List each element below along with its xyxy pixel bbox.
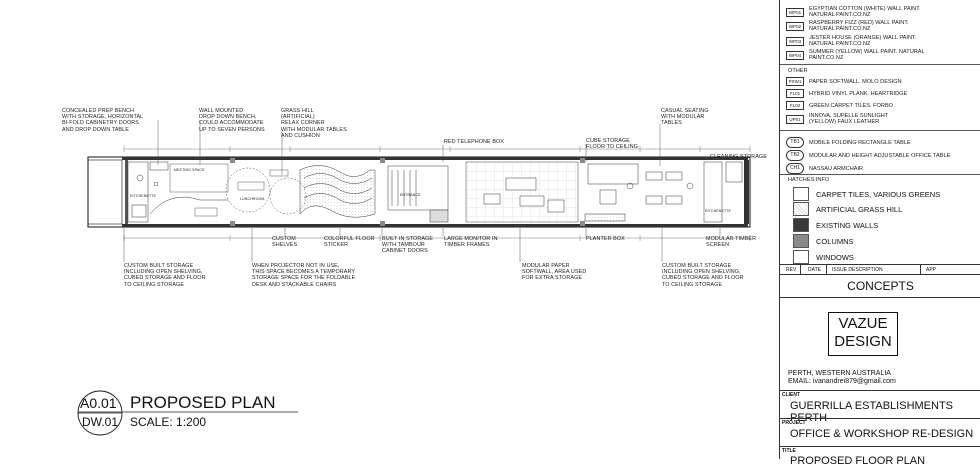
note-red-telephone: RED TELEPHONE BOX <box>444 139 505 145</box>
legend-other-heading: OTHER <box>788 68 808 74</box>
note-projector: WHEN PROJECTOR NOT IN USE, THIS SPACE BE… <box>252 263 356 288</box>
drawing-number: DW.01 <box>82 415 119 429</box>
note-custom-built-right: CUSTOM BUILT STORAGE INCLUDING OPEN SHEL… <box>662 263 744 288</box>
note-cleaning-storage: CLEANING STORAGE <box>710 154 767 160</box>
title-value: PROPOSED FLOOR PLAN <box>790 455 926 467</box>
bottom-dimensions <box>123 235 751 241</box>
firm-email: EMAIL: ivanandrei879@gmail.com <box>788 378 896 385</box>
title-label: TITLE <box>782 448 796 454</box>
hatch-label-carpet: CARPET TILES, VARIOUS GREENS <box>816 190 941 199</box>
note-modular-paper: MODULAR PAPER SOFTWALL, AREA USED FOR EX… <box>522 263 587 282</box>
client-name: GUERRILLA ESTABLISHMENTS PERTH <box>790 400 954 424</box>
note-cube-storage: CUBE STORAGE FLOOR TO CEILING <box>586 138 639 151</box>
firm-location: PERTH, WESTERN AUSTRALIA <box>788 370 891 377</box>
hatch-swatch-walls <box>793 218 809 232</box>
note-large-monitor: LARGE MONITOR IN TIMBER FRAMES <box>444 236 498 249</box>
note-grass-hill: GRASS HILL (ARTIFICIAL) RELAX CORNER WIT… <box>281 108 347 139</box>
hatch-swatch-windows <box>793 250 809 264</box>
hatch-swatch-columns <box>793 234 809 248</box>
project-name: OFFICE & WORKSHOP RE-DESIGN <box>790 428 974 440</box>
note-concealed-prep: CONCEALED PREP BENCH WITH STORAGE, HORIZ… <box>62 108 144 133</box>
floor-plan-drawing <box>77 120 751 436</box>
kitchenette-left <box>127 161 228 223</box>
revision-header: REV DATE ISSUE DESCRIPTION APP <box>780 264 980 275</box>
legend-hatches-heading: HATCHES INFO <box>788 177 830 183</box>
project-label: PROJECT <box>782 420 806 426</box>
hatch-label-grass: ARTIFICIAL GRASS HILL <box>816 205 903 214</box>
plan-label-kitchenette-left: KITCHENETTE <box>130 194 157 198</box>
note-planter-box: PLANTER BOX <box>586 236 625 242</box>
sheet-number: A0.01 <box>80 395 117 411</box>
note-casual-seating: CASUAL SEATING WITH MODULAR TABLES <box>661 108 709 127</box>
note-wall-mounted: WALL MOUNTED DROP DOWN BENCH, COULD ACCO… <box>199 108 265 133</box>
plan-label-entrance: ENTRANCE <box>400 193 421 197</box>
hatch-swatch-carpet <box>793 187 809 201</box>
entrance-stairs <box>387 165 449 223</box>
columns <box>230 158 585 226</box>
plan-label-kitchenette-right: KITCHENETTE <box>705 209 732 213</box>
plan-label-lunchroom: LUNCHROOM <box>240 197 265 201</box>
office-desks <box>587 161 743 223</box>
workshop-tables <box>483 177 565 213</box>
note-custom-built-left: CUSTOM BUILT STORAGE INCLUDING OPEN SHEL… <box>124 263 206 288</box>
hatch-label-walls: EXISTING WALLS <box>816 221 879 230</box>
hatch-label-windows: WINDOWS <box>816 253 854 262</box>
vazue-logo: VAZUE DESIGN <box>828 312 898 356</box>
hatch-label-columns: COLUMNS <box>816 237 854 246</box>
note-custom-shelves: CUSTOM SHELVES <box>272 236 298 249</box>
hatch-swatch-grass <box>793 202 809 216</box>
drawing-title: PROPOSED PLAN <box>130 393 276 412</box>
note-colorful-sticker: COLORFUL FLOOR STICKER <box>324 236 375 249</box>
note-modular-timber: MODULAR TIMBER SCREEN <box>706 236 757 249</box>
planter-box <box>584 213 626 222</box>
note-built-in-storage: BUILT IN STORAGE WITH TAMBOUR CABINET DO… <box>382 236 434 255</box>
leader-lines <box>123 120 723 262</box>
carpet-tile-area <box>465 161 579 223</box>
top-dimensions <box>123 146 751 152</box>
plan-label-meeting-space: MEETING SPACE <box>174 168 205 172</box>
client-label: CLIENT <box>782 392 801 398</box>
existing-walls <box>87 156 751 228</box>
concepts-heading: CONCEPTS <box>847 279 914 293</box>
grass-hill <box>299 165 376 218</box>
drawing-scale: SCALE: 1:200 <box>130 415 207 429</box>
